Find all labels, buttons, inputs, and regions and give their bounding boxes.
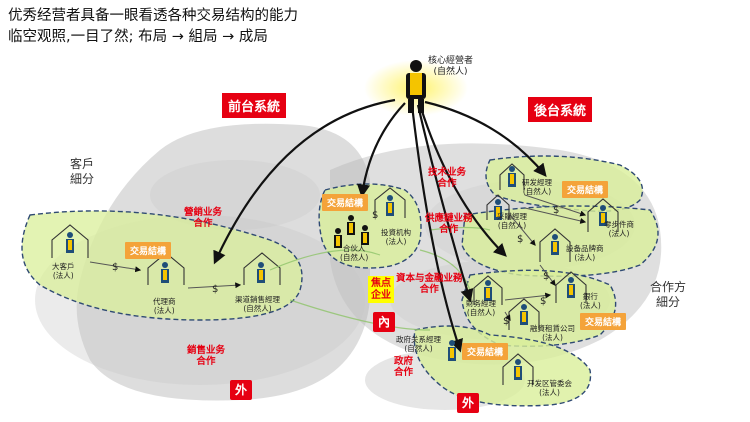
front-system-label: 前台系統 [222,93,287,118]
house-outlines [51,163,619,385]
customer-segment-label: 客戶 細分 [70,157,95,186]
dollar-sign: $ [112,262,119,273]
dollar-sign: $ [212,284,219,295]
entity-gov-manager: 政府关系經理 (自然人) [396,335,441,353]
entity-partners: 合伙人 (自然人) [340,244,369,262]
trade-structure-tag-tech: 交易結構 [562,181,609,198]
entity-leasing: 融資租賃公司 (法人) [530,324,575,342]
finance-group-outline [461,269,617,347]
dollar-sign: $ [540,296,547,307]
supply-cooperation-label: 供應鏈业務 合作 [425,213,473,235]
core-operator-label: 核心經營者 (自然人) [428,56,474,78]
sales-cooperation-label: 銷售业务 合作 [187,345,226,367]
back-system-label: 後台系統 [528,97,593,122]
entity-parts-supplier: 零步件商 (法人) [604,220,634,238]
trade-structure-tag-government: 交易結構 [462,343,509,360]
dollar-sign: $ [503,316,510,327]
core-arrows [213,98,547,353]
entity-purchasing-manager: 采購經理 (自然人) [497,212,527,230]
header-line-2: 临空观照,一目了然; 布局 → 組局 → 成局 [8,29,268,45]
partner-segment-label: 合作方 細分 [650,280,687,309]
entity-rd-manager: 研发經理 (自然人) [522,178,552,196]
tech-cooperation-label: 技术业务 合作 [428,167,467,189]
inner-label: 內 [373,312,395,332]
green-link-lines [269,226,491,331]
dollar-sign: $ [553,205,560,216]
sales-group-outline [21,210,303,321]
entity-big-customer: 大客戶 (法人) [52,262,75,280]
outer-label-right: 外 [457,393,479,413]
government-cooperation-label: 政府 合作 [394,356,414,378]
capital-cooperation-label: 資本与金融业務 合作 [396,273,463,295]
entity-equipment-brand: 設备品牌商 (法人) [566,244,604,262]
dollar-sign: $ [517,234,524,245]
supply-group-outline [461,205,659,277]
dollar-sign: $ [543,271,550,282]
trade-structure-tag-sales: 交易結構 [125,242,172,259]
internal-arrows [89,194,587,322]
person-figures [66,166,607,380]
entity-channel-manager: 渠道銷售經理 (自然人) [235,295,280,313]
entity-bank: 銀行 (法人) [580,292,601,310]
trade-structure-tag-finance: 交易結構 [580,313,627,330]
entity-agent: 代理商 (法人) [153,297,176,315]
dollar-sign: $ [372,210,379,221]
marketing-cooperation-label: 營銷业务 合作 [184,207,223,229]
trade-structure-tag-capital: 交易結構 [322,194,369,211]
entity-finance-manager: 財务經理 (自然人) [466,299,496,317]
entity-dev-committee: 开发区管委会 (法人) [527,379,572,397]
core-person-figure [406,60,426,113]
outer-label-left: 外 [230,380,252,400]
entity-investor: 投資机构 (法人) [381,228,411,246]
header-line-1: 优秀经营者具备一眼看透各种交易结构的能力 [8,8,298,24]
focus-company-label: 焦点 企业 [368,276,394,303]
